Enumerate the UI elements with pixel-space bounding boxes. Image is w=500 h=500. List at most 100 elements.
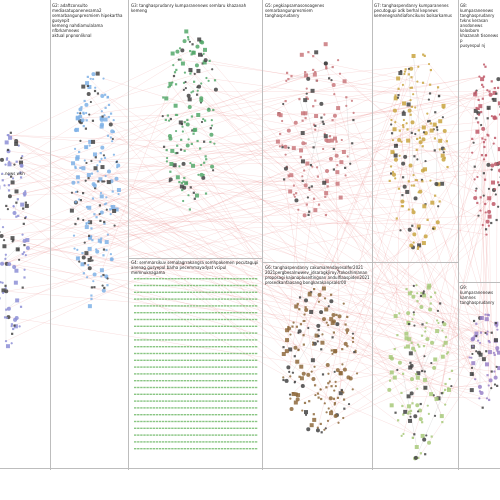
graph-node [481,83,484,86]
graph-node [140,325,143,327]
graph-node [165,148,168,152]
graph-node [392,108,397,113]
graph-node [199,373,202,375]
graph-edge [480,197,492,389]
graph-node [414,106,417,109]
graph-node [202,380,205,382]
graph-node [183,380,186,382]
graph-node [402,118,405,122]
graph-edge [483,142,490,400]
graph-node [490,331,493,334]
graph-node [188,67,193,72]
graph-node [242,373,245,375]
graph-node [171,366,174,368]
graph-node [291,325,294,328]
graph-node [491,201,496,206]
graph-node [405,189,410,194]
graph-node [211,448,214,450]
graph-node [294,304,299,309]
graph-node [137,346,140,348]
graph-edge [445,346,474,405]
graph-node [217,278,221,280]
graph-edge [339,212,486,317]
graph-node [213,142,216,145]
graph-edge [101,69,177,271]
panel-divider [458,0,459,470]
graph-node [484,65,487,68]
graph-node [91,259,94,262]
graph-node [251,278,255,280]
graph-node [70,191,74,194]
graph-node [223,298,227,300]
graph-node [230,448,233,450]
graph-node [214,386,217,389]
graph-node [149,298,152,300]
graph-node [421,81,425,84]
graph-node [186,407,190,409]
graph-node [155,284,159,287]
graph-edge [476,90,496,165]
graph-node [475,129,480,134]
graph-node [186,284,190,287]
graph-node [102,273,105,277]
graph-node [230,407,233,409]
graph-node [327,407,330,410]
graph-node [4,284,7,287]
graph-edge [99,166,392,241]
graph-node [134,420,137,423]
graph-node [208,407,211,409]
graph-node [109,213,112,216]
graph-node [411,208,414,211]
graph-node [251,414,255,416]
graph-node [295,192,298,195]
graph-node [134,291,137,293]
graph-edge [413,184,500,313]
graph-edge [16,161,487,235]
graph-node [205,291,208,293]
graph-node [242,339,245,341]
graph-node [490,387,493,390]
graph-node [140,352,143,355]
graph-node [211,400,214,402]
graph-node [289,333,292,336]
graph-node [214,400,217,402]
graph-node [412,174,415,177]
graph-node [251,393,255,395]
graph-node [410,377,415,382]
graph-node [293,120,298,125]
graph-node [183,420,186,423]
graph-node [302,343,305,346]
graph-node [305,203,308,206]
graph-node [174,312,177,314]
graph-node [217,312,221,314]
graph-node [332,147,335,151]
graph-node [174,420,177,423]
graph-node [233,386,236,389]
graph-node [245,359,248,361]
graph-edge [4,140,441,186]
graph-node [498,183,500,187]
graph-node [251,332,255,334]
graph-node [245,373,248,375]
graph-node [171,380,174,382]
graph-node [405,288,408,291]
graph-node [223,359,227,361]
graph-node [137,325,140,327]
graph-node [417,129,420,132]
graph-node [335,322,340,327]
graph-node [105,202,108,205]
graph-node [217,346,221,348]
graph-node [158,380,162,382]
graph-node [326,185,329,188]
graph-node [152,352,155,355]
graph-node [248,420,252,423]
graph-node [143,386,146,389]
graph-node [412,184,416,187]
graph-node [254,373,258,375]
graph-node [391,172,396,177]
graph-node [192,352,196,355]
graph-node [482,172,485,175]
graph-node [199,434,202,436]
graph-node [430,435,433,438]
graph-node [192,420,196,423]
